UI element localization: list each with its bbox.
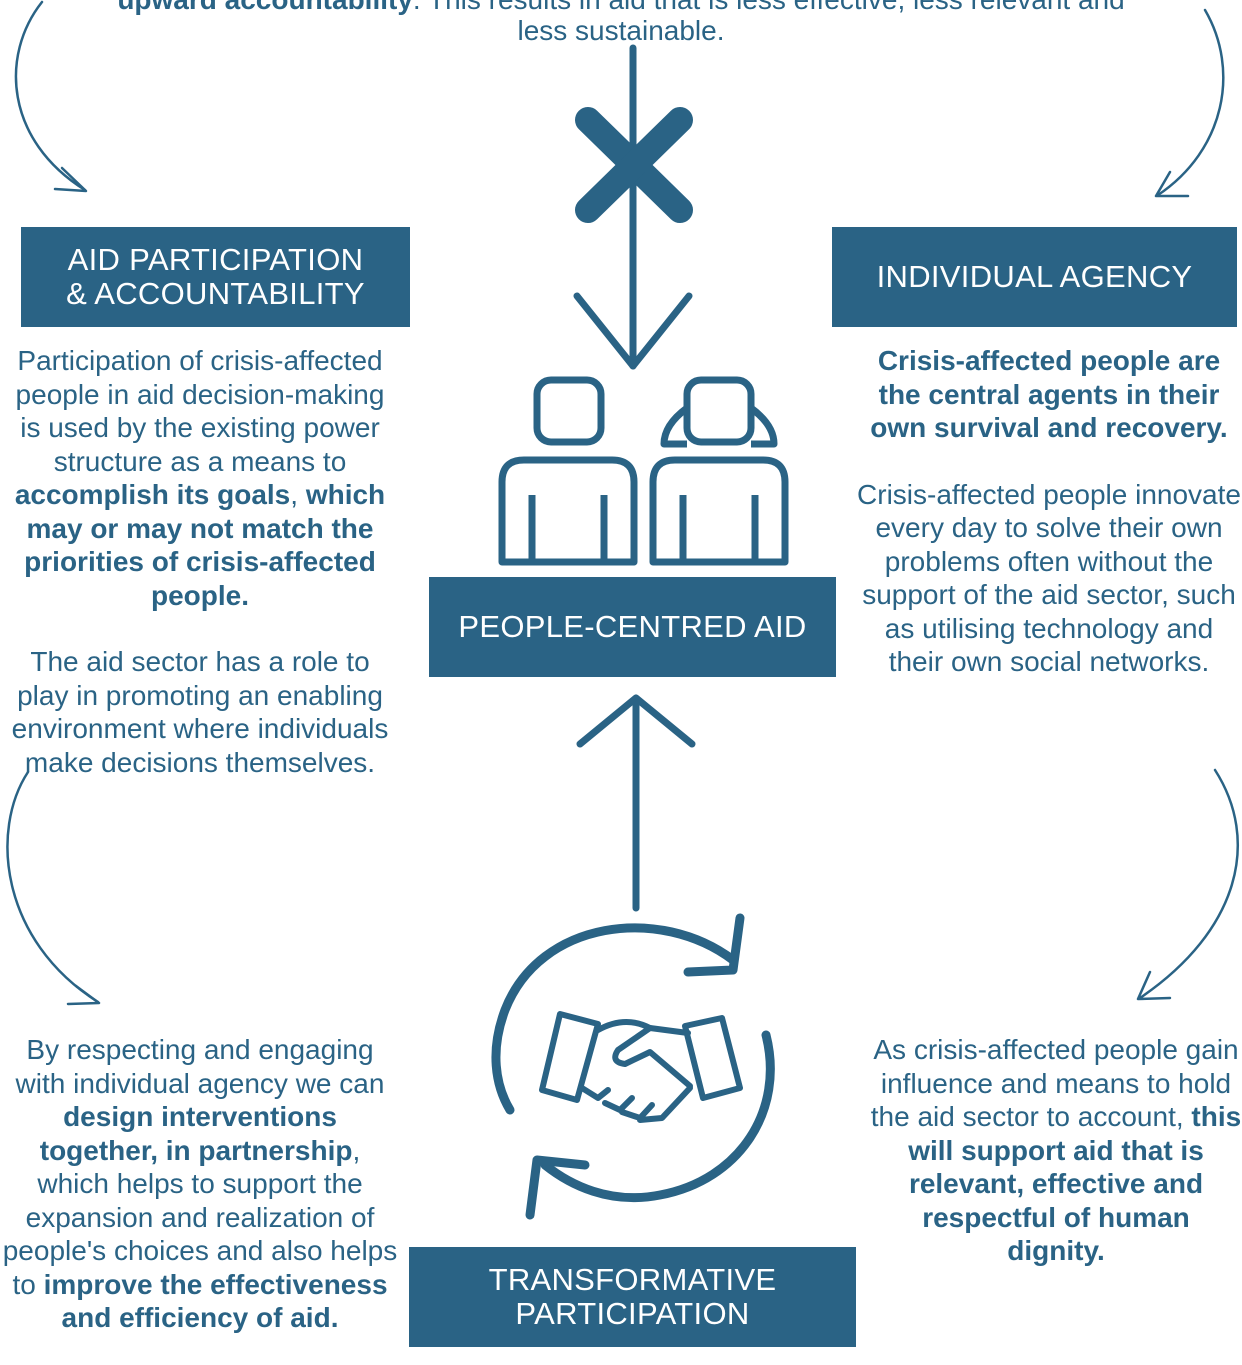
left-p1-mid: , — [290, 479, 306, 510]
curved-arrow-top-left — [14, 0, 87, 192]
top-down-arrow-head — [573, 292, 693, 370]
left-p1-normal: Participation of crisis-affected people … — [15, 345, 385, 477]
right-description: Crisis-affected people are the central a… — [856, 344, 1242, 679]
box-individual-agency-label: INDIVIDUAL AGENCY — [876, 259, 1193, 294]
bottom-right-paragraph: As crisis-affected people gain influence… — [870, 1033, 1242, 1268]
right-description-p1: Crisis-affected people are the central a… — [856, 344, 1242, 445]
left-description: Participation of crisis-affected people … — [4, 344, 396, 779]
curved-arrow-right-mid — [1138, 768, 1240, 1000]
bottom-left-paragraph: By respecting and engaging with individu… — [2, 1033, 398, 1335]
bottom-left-c: , which helps to support the expansion a… — [2, 1134, 398, 1300]
handshake-icon — [539, 1011, 743, 1123]
left-p1-bold2: which may or may not match the prioritie… — [24, 479, 386, 611]
box-people-centred-aid: PEOPLE-CENTRED AID — [429, 577, 836, 677]
bottom-left-a: By respecting and engaging with individu… — [15, 1034, 385, 1099]
box-aid-participation-line2: & ACCOUNTABILITY — [66, 276, 365, 311]
curved-arrow-top-right — [1156, 8, 1225, 197]
top-intro-line2: less sustainable. — [517, 15, 725, 46]
curved-arrow-top-right-head — [1154, 170, 1190, 198]
box-individual-agency: INDIVIDUAL AGENCY — [832, 227, 1237, 327]
box-aid-participation-line1: AID PARTICIPATION — [67, 242, 364, 277]
box-transformative-line2: PARTICIPATION — [515, 1296, 750, 1331]
bottom-left-d: improve the effectiveness and efficiency… — [43, 1268, 388, 1334]
bottom-up-arrow-head — [576, 694, 696, 748]
bottom-left-description: By respecting and engaging with individu… — [2, 1033, 398, 1335]
right-description-p2: Crisis-affected people innovate every da… — [857, 478, 1241, 678]
curved-arrow-left-mid — [6, 770, 100, 1004]
box-people-centred-aid-label: PEOPLE-CENTRED AID — [458, 609, 807, 644]
people-icon — [498, 376, 789, 566]
bottom-right-description: As crisis-affected people gain influence… — [870, 1033, 1242, 1268]
curved-arrow-left-mid-head — [66, 984, 101, 1006]
bottom-left-b: design interventions together, in partne… — [39, 1101, 353, 1166]
top-intro-bold: upward accountability — [117, 0, 413, 15]
bottom-right-a: As crisis-affected people gain influence… — [870, 1034, 1239, 1132]
left-description-p2: The aid sector has a role to play in pro… — [11, 646, 389, 778]
bottom-right-b: this will support aid that is relevant, … — [908, 1101, 1242, 1266]
curved-arrow-top-left-head — [53, 166, 88, 193]
right-p1-bold: Crisis-affected people are the central a… — [870, 345, 1228, 443]
left-description-p1: Participation of crisis-affected people … — [4, 344, 396, 612]
left-p1-bold1: accomplish its goals — [14, 479, 291, 510]
box-transformative-participation: TRANSFORMATIVE PARTICIPATION — [409, 1247, 856, 1347]
top-intro-text: upward accountability. This results in a… — [0, 0, 1242, 46]
box-transformative-line1: TRANSFORMATIVE — [488, 1262, 777, 1297]
box-aid-participation: AID PARTICIPATION & ACCOUNTABILITY — [21, 227, 410, 327]
cross-icon — [575, 107, 693, 223]
cycle-arrows-icon — [491, 913, 775, 1220]
curved-arrow-right-mid-head — [1136, 970, 1172, 1001]
top-intro-rest: . This results in aid that is less effec… — [413, 0, 1125, 15]
